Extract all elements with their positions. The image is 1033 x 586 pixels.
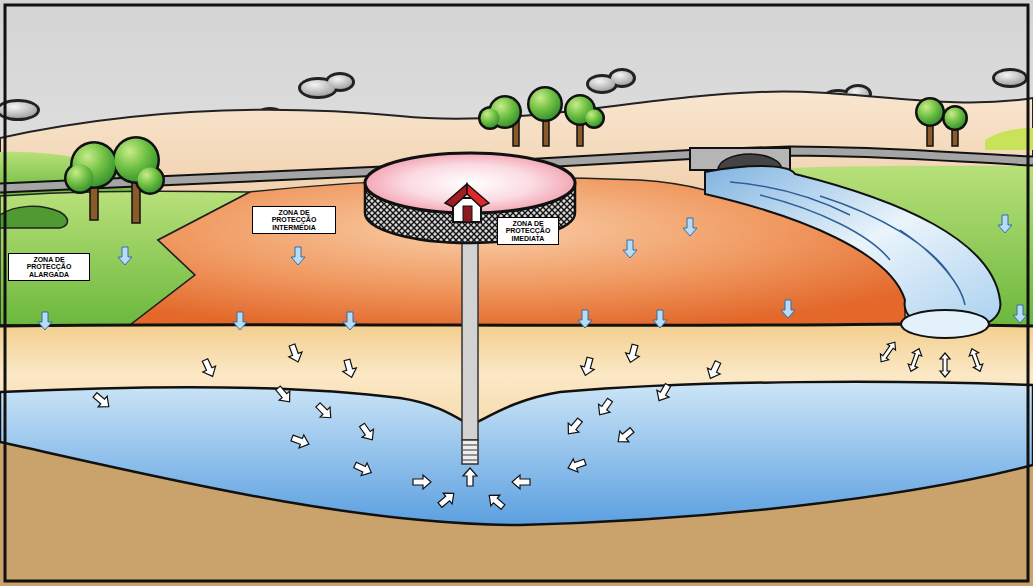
arrow (273, 384, 295, 407)
well-screen-slot (463, 445, 477, 460)
arrow (291, 247, 305, 265)
arrow (91, 390, 114, 412)
arrow (290, 431, 312, 450)
frame (5, 5, 1028, 581)
tree-crown (942, 105, 968, 131)
ground-line (0, 324, 1033, 326)
river (705, 166, 1000, 330)
tree-crown (67, 165, 94, 192)
tree-crown (530, 89, 561, 120)
arrow (485, 490, 508, 512)
river-water (705, 166, 1000, 330)
zone-label-box: ZONA DE PROTECÇÃO IMEDIATA (497, 217, 559, 246)
cloud (611, 71, 633, 85)
zone-label-box: ZONA DE PROTECÇÃO ALARGADA (8, 253, 90, 282)
arrow (512, 475, 530, 489)
arrow (118, 247, 132, 265)
zone-label-box: ZONA DE PROTECÇÃO INTERMÉDIA (252, 206, 336, 235)
arrow (683, 218, 697, 236)
arrow (704, 359, 724, 381)
arrow (998, 215, 1012, 233)
arrow (38, 312, 52, 330)
cloud (589, 77, 615, 91)
tree-crown (138, 168, 163, 193)
tree-crown (918, 100, 943, 125)
tree-crown (945, 108, 966, 129)
arrow (199, 357, 219, 379)
arrow (343, 312, 357, 330)
arrow (340, 358, 358, 379)
well-screen (462, 440, 478, 464)
arrow (285, 343, 304, 365)
arrow (313, 400, 336, 423)
arrow (594, 396, 616, 419)
bush (0, 206, 68, 228)
arrow (614, 425, 637, 447)
tree-crown (915, 97, 945, 127)
arrow (578, 310, 592, 328)
exchange-arrow (877, 339, 899, 364)
tree-crown (586, 110, 603, 127)
arrow (356, 421, 378, 444)
exchange-arrow (906, 347, 924, 373)
bedrock (0, 325, 1033, 586)
cloud (328, 75, 352, 89)
arrow (579, 356, 597, 377)
arrow (624, 343, 642, 364)
tree-crown (527, 86, 563, 122)
cloud (992, 68, 1028, 88)
river-bed (901, 310, 989, 338)
exchange-arrow (967, 347, 985, 373)
cloud (995, 71, 1025, 85)
arrow (781, 300, 795, 318)
arrow (566, 455, 588, 474)
arrow (413, 475, 431, 489)
zone-label: ZONA DE PROTECÇÃO ALARGADA (12, 256, 86, 279)
infiltration-arrows (38, 215, 1027, 330)
well-house-door (463, 206, 472, 222)
arrow (463, 468, 477, 486)
hills (0, 92, 1033, 330)
well (365, 153, 575, 464)
arrow (653, 382, 674, 405)
arrow (436, 488, 459, 510)
arrow (233, 312, 247, 330)
arrow (653, 310, 667, 328)
well-house-roof (467, 184, 489, 207)
arrow (352, 459, 374, 479)
zone-label: ZONA DE PROTECÇÃO INTERMÉDIA (256, 209, 332, 232)
flow-arrows (91, 339, 985, 512)
well-house-roof (445, 184, 467, 207)
tree-crown (481, 109, 500, 128)
zone-label: ZONA DE PROTECÇÃO IMEDIATA (501, 220, 555, 243)
well-pipe (462, 215, 478, 440)
field (985, 128, 1033, 150)
river-wave (730, 182, 965, 305)
arrow (623, 240, 637, 258)
aquifer (0, 382, 1033, 525)
exchange-arrow (940, 353, 950, 377)
arrow (563, 416, 585, 439)
arrow (1013, 305, 1027, 323)
